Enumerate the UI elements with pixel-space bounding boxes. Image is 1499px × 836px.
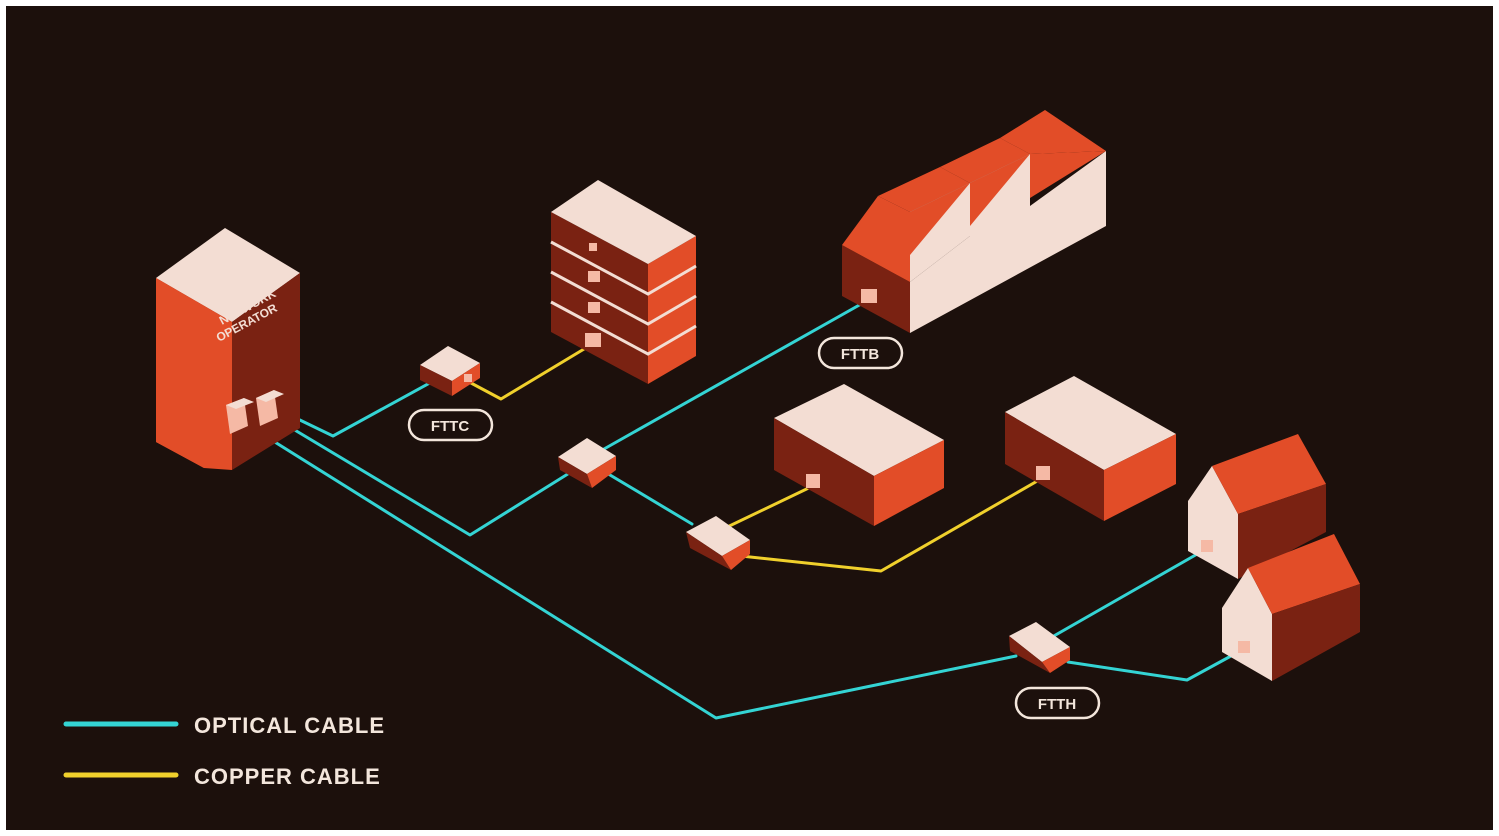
optical-cable-operator-splitter: [266, 412, 573, 537]
legend-copper-label: COPPER CABLE: [194, 764, 381, 789]
office-building-1: [774, 384, 944, 526]
factory-building: [842, 110, 1106, 333]
street-splitter: [558, 438, 616, 488]
fttc-cabinet: [420, 346, 480, 396]
badge-ftth-label: FTTH: [1038, 696, 1076, 713]
badge-ftth: FTTH: [1014, 686, 1101, 720]
office-building-2: [1005, 376, 1176, 521]
badge-fttb: FTTB: [817, 336, 904, 370]
network-diagram: NETWORK OPERATOR: [63, 110, 1360, 778]
legend-optical-label: OPTICAL CABLE: [194, 713, 386, 738]
diagram-frame: NETWORK OPERATOR: [6, 6, 1493, 830]
optical-cable-ftth-house1: [1050, 547, 1208, 639]
network-operator-building: NETWORK OPERATOR: [156, 228, 300, 470]
curb-cabinet: [686, 516, 750, 570]
copper-cable-cabinet-office2: [739, 474, 1048, 573]
house-1: [1188, 434, 1326, 579]
badge-fttc-label: FTTC: [431, 418, 469, 435]
ftth-splitter: [1009, 622, 1070, 673]
apartment-building: [550, 180, 697, 384]
copper-cable-cabinet-office1: [719, 482, 819, 532]
badge-fttb-label: FTTB: [841, 346, 879, 363]
optical-cable-splitter-fttb: [602, 297, 872, 451]
optical-cable-ftth-house2: [1066, 648, 1244, 682]
badge-fttc: FTTC: [407, 408, 494, 442]
optical-cable-operator-ftth: [244, 422, 1018, 720]
cables: [244, 244, 1244, 720]
house-2: [1222, 534, 1360, 681]
optical-cable-splitter-cabinet: [603, 470, 694, 526]
